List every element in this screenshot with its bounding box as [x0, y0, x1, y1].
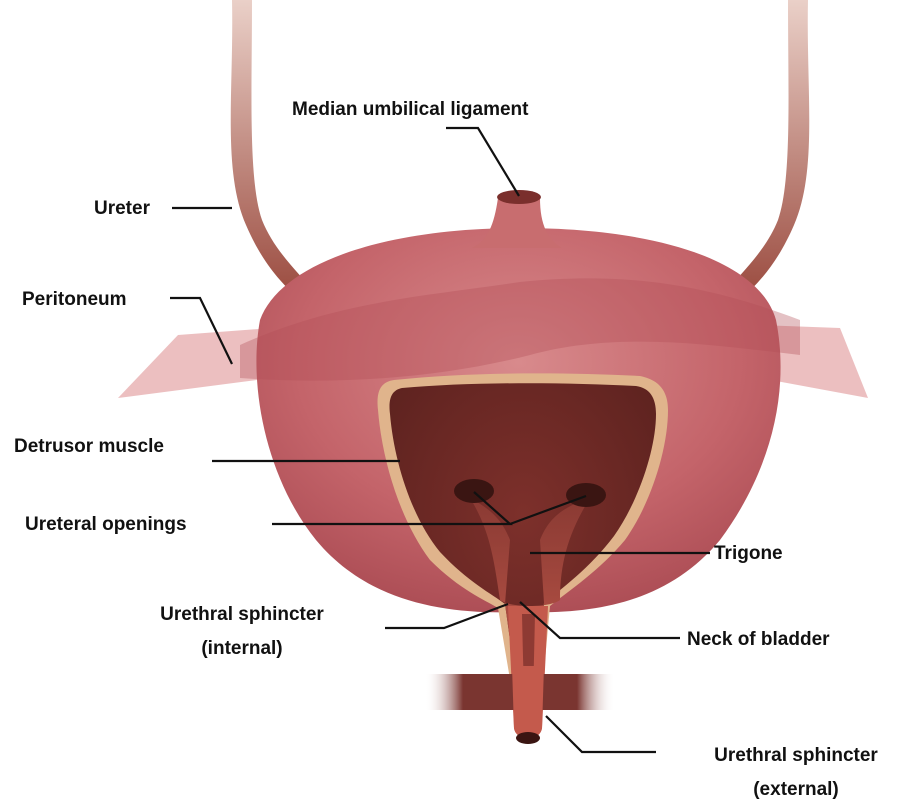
right-ureter — [722, 0, 809, 300]
external-leader — [546, 716, 656, 752]
label-urethral-sphincter-internal: Urethral sphincter (internal) — [118, 604, 366, 660]
label-external-line2: (external) — [686, 779, 906, 801]
label-median-umbilical-ligament: Median umbilical ligament — [292, 99, 529, 121]
label-internal-line1: Urethral sphincter — [118, 604, 366, 626]
umbilical-ligament-stump — [472, 198, 562, 248]
label-internal-line2: (internal) — [118, 638, 366, 660]
left-ureter — [231, 0, 318, 300]
median-leader — [446, 128, 519, 196]
left-ureteral-opening — [454, 479, 494, 503]
label-detrusor-muscle: Detrusor muscle — [14, 436, 164, 458]
label-ureter: Ureter — [94, 198, 150, 220]
urethra-over-band — [512, 666, 544, 739]
label-trigone: Trigone — [714, 543, 783, 565]
label-neck-of-bladder: Neck of bladder — [687, 629, 830, 651]
umbilical-ligament-top — [497, 190, 541, 204]
right-ureteral-opening — [566, 483, 606, 507]
urethra-opening — [516, 732, 540, 744]
label-urethral-sphincter-external: Urethral sphincter (external) — [686, 745, 906, 801]
label-external-line1: Urethral sphincter — [686, 745, 906, 767]
label-ureteral-openings: Ureteral openings — [25, 514, 187, 536]
label-peritoneum: Peritoneum — [22, 289, 127, 311]
